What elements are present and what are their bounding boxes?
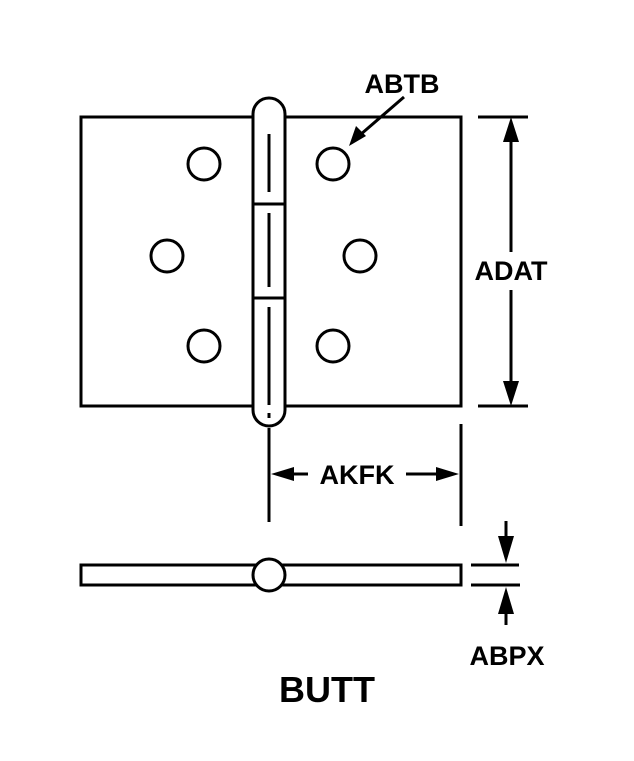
arrowhead-icon	[498, 587, 514, 614]
arrowhead-icon	[503, 381, 519, 406]
arrowhead-icon	[498, 536, 514, 563]
screw-hole	[315, 328, 351, 364]
screw-hole	[186, 146, 222, 182]
label-adat: ADAT	[475, 256, 548, 286]
label-abpx: ABPX	[469, 641, 544, 671]
arrowhead-icon	[436, 467, 459, 481]
arrowhead-icon	[503, 117, 519, 142]
leader-line	[359, 95, 405, 137]
screw-hole	[149, 238, 185, 274]
side-view-knuckle	[251, 557, 287, 593]
arrowhead-icon	[271, 467, 294, 481]
label-abtb: ABTB	[365, 69, 440, 99]
screw-hole	[342, 238, 378, 274]
arrowhead-icon	[349, 126, 366, 146]
screw-hole	[315, 146, 351, 182]
screw-hole	[186, 328, 222, 364]
diagram-title: BUTT	[279, 669, 375, 710]
label-akfk: AKFK	[320, 460, 395, 490]
